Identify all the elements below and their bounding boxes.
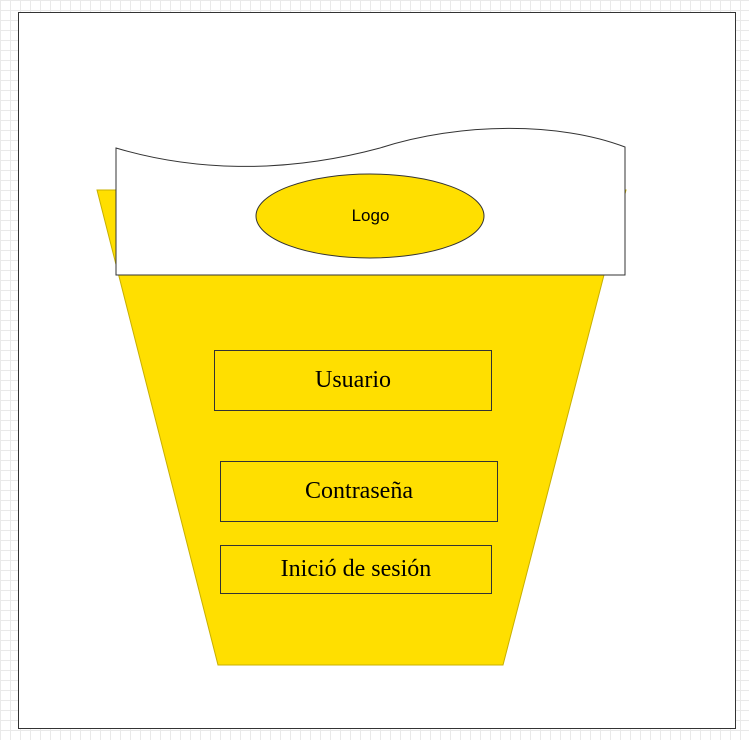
login-button[interactable]: Inició de sesión (220, 545, 492, 594)
logo-ellipse (255, 173, 485, 259)
username-field[interactable]: Usuario (214, 350, 492, 411)
logo-label: Logo (351, 206, 390, 225)
password-field[interactable]: Contraseña (220, 461, 498, 522)
